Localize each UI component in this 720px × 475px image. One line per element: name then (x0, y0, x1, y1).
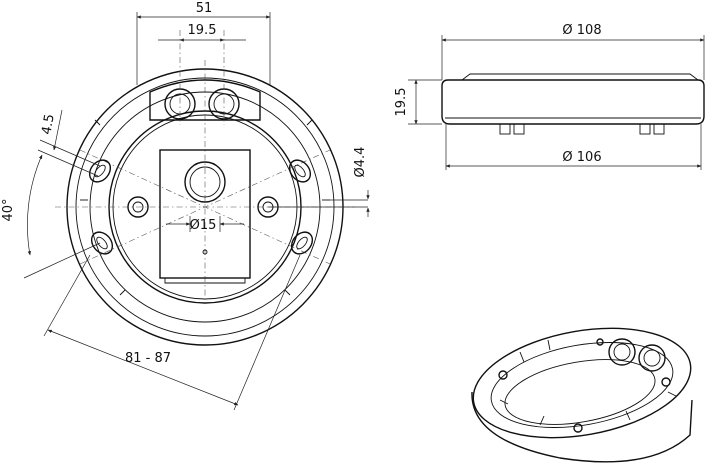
rim-ribs (80, 119, 330, 296)
side-body (441, 79, 705, 125)
plate-bottom-edge (164, 278, 246, 284)
dim-width-51: 51 (196, 1, 213, 16)
screw-boss-left-inner (132, 201, 144, 213)
iso-ribs (499, 339, 677, 426)
dim-offset-4-5: 4.5 (39, 113, 57, 136)
diagonal-centerline-2 (79, 149, 331, 265)
iso-inner-floor (504, 359, 656, 425)
center-hole (202, 249, 208, 255)
top-view: 51 19.5 4.5 40° Ø4.4 Ø15 81 - 87 (1, 1, 370, 411)
dim-outer-diameter: Ø 108 (562, 23, 601, 38)
dim-mount-range: 81 - 87 (125, 351, 171, 366)
iso-outer-bottom (471, 391, 693, 463)
iso-inner-top (490, 342, 674, 428)
dim-height: 19.5 (394, 88, 409, 117)
gland-housing (149, 79, 261, 121)
dim-gland-spacing: 19.5 (188, 23, 217, 38)
slot-upper-left (88, 159, 112, 183)
side-top-lip (461, 73, 699, 81)
iso-outer-top (472, 327, 692, 439)
iso-screws (498, 338, 671, 433)
dim-hole-4-4: Ø4.4 (353, 147, 368, 178)
side-feet (499, 123, 665, 135)
side-view: Ø 108 19.5 Ø 106 (394, 23, 705, 170)
center-plate (159, 149, 251, 279)
iso-cable-glands (608, 338, 666, 372)
slot-upper-right (288, 159, 312, 183)
dim-base-diameter: Ø 106 (562, 150, 601, 165)
isometric-view (471, 327, 693, 463)
dim-angle-40: 40° (1, 198, 16, 221)
slot-lower-left (90, 231, 114, 255)
center-boss (184, 161, 226, 203)
screw-boss-left (127, 196, 149, 218)
dim-center-hole-15: Ø15 (190, 218, 217, 233)
slot-lower-right (290, 231, 314, 255)
center-boss-inner (189, 166, 221, 198)
